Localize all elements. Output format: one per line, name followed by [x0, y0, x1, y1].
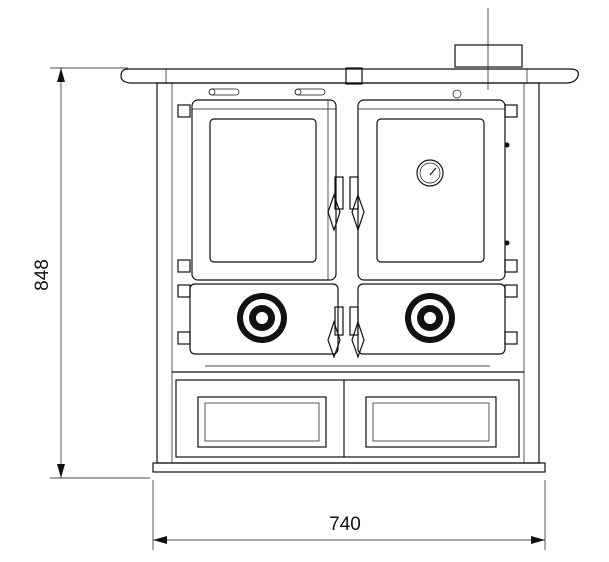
- drawer-panel-right: [365, 396, 497, 448]
- drawer-frame: [175, 379, 520, 458]
- oven-panel: [376, 118, 485, 263]
- firebox-glass: [209, 118, 317, 263]
- thermometer-icon: [416, 159, 444, 187]
- oven-door: [357, 99, 506, 281]
- plinth: [152, 462, 546, 473]
- flue-collar: [454, 44, 523, 68]
- air-slider-1: [208, 88, 240, 96]
- height-dimension: [50, 67, 150, 479]
- door-handles-lower: [327, 306, 365, 359]
- width-dimension: [152, 480, 546, 550]
- firebox-door: [191, 99, 337, 281]
- stove-body: [156, 82, 540, 464]
- towel-rail: [120, 68, 579, 84]
- ash-door: [189, 283, 339, 355]
- knob: [452, 89, 462, 99]
- rail-bracket: [345, 67, 363, 85]
- width-label: 740: [329, 514, 361, 535]
- door-handles-upper: [327, 176, 365, 232]
- drawer-panel-left: [197, 396, 327, 448]
- hinges: [177, 104, 518, 345]
- air-regulator-left-icon: [237, 293, 287, 343]
- air-regulator-right-icon: [405, 293, 455, 343]
- height-label: 848: [32, 259, 53, 291]
- inner-frame: [171, 82, 525, 464]
- air-slider-2: [294, 88, 326, 96]
